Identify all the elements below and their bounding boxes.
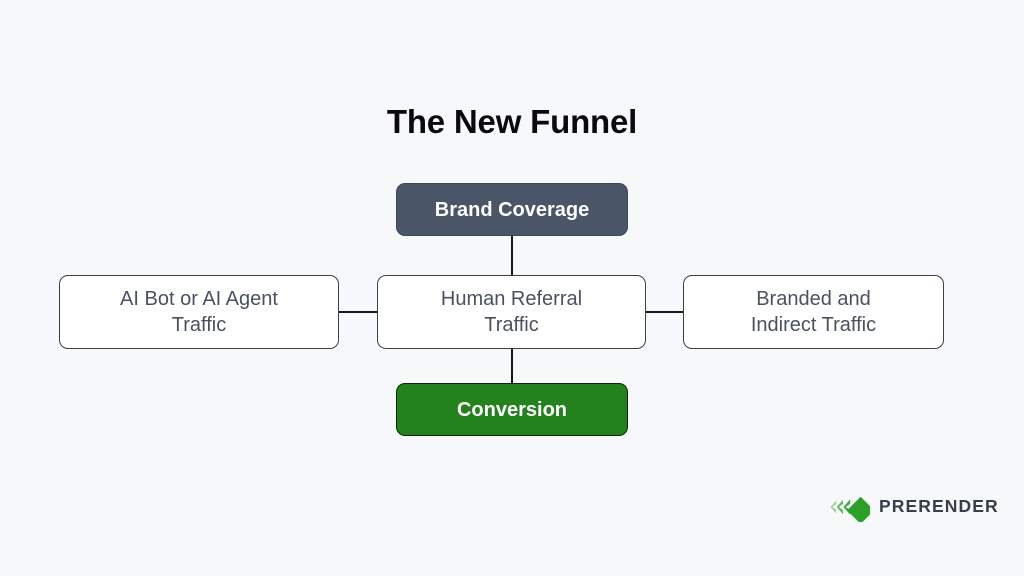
node-ai-bot-or-ai-agent-traffic[interactable]: AI Bot or AI Agent Traffic [59,275,339,349]
connector-ai-traffic-to-human-referral [338,311,379,314]
connector-human-referral-to-conversion [511,347,514,385]
node-human-referral-traffic-label: Human Referral Traffic [440,288,583,336]
node-branded-and-indirect-traffic[interactable]: Branded and Indirect Traffic [683,275,944,349]
node-ai-bot-or-ai-agent-traffic-label: AI Bot or AI Agent Traffic [120,288,278,336]
connector-human-referral-to-branded-indirect [644,311,685,314]
node-branded-and-indirect-traffic-label: Branded and Indirect Traffic [750,288,877,336]
node-conversion[interactable]: Conversion [396,383,628,436]
connector-brand-coverage-to-human-referral [511,234,514,277]
node-brand-coverage[interactable]: Brand Coverage [396,183,628,236]
node-human-referral-traffic[interactable]: Human Referral Traffic [377,275,646,349]
prerender-wordmark: PRERENDER [879,496,999,517]
node-conversion-label: Conversion [456,398,568,421]
page-title: The New Funnel [386,103,638,140]
prerender-diamond-icon [830,496,870,522]
node-brand-coverage-label: Brand Coverage [434,198,590,221]
prerender-logo: PRERENDER [828,491,999,523]
